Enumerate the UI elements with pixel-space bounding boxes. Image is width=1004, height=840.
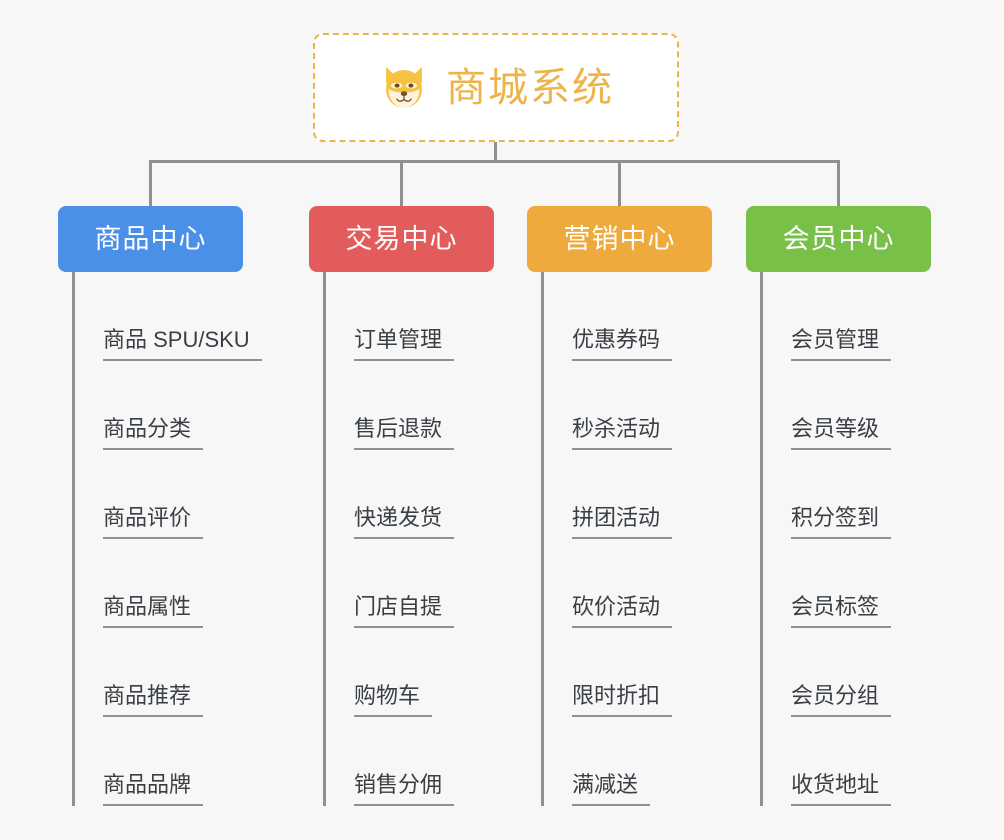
leaf-item-label: 商品属性 bbox=[103, 596, 204, 628]
leaf-item-label: 会员管理 bbox=[791, 329, 892, 361]
leaf-item-label: 商品分类 bbox=[103, 418, 204, 450]
leaf-item[interactable]: 门店自提 bbox=[326, 539, 563, 628]
branch-node-member-center[interactable]: 会员中心 bbox=[746, 206, 931, 272]
leaf-item[interactable]: 会员标签 bbox=[763, 539, 1000, 628]
leaf-item-label: 积分签到 bbox=[791, 507, 892, 539]
leaf-item[interactable]: 订单管理 bbox=[326, 272, 563, 361]
leaf-column-member-center: 会员管理 会员等级 积分签到 会员标签 会员分组 收货地址 bbox=[760, 272, 1000, 806]
branch-connector-leg-3 bbox=[618, 160, 621, 206]
branch-connector-leg-2 bbox=[400, 160, 403, 206]
leaf-item[interactable]: 销售分佣 bbox=[326, 717, 563, 806]
leaf-item[interactable]: 会员等级 bbox=[763, 361, 1000, 450]
leaf-column-trade-center: 订单管理 售后退款 快递发货 门店自提 购物车 销售分佣 bbox=[323, 272, 563, 806]
leaf-column-marketing-center: 优惠券码 秒杀活动 拼团活动 砍价活动 限时折扣 满减送 bbox=[541, 272, 781, 806]
leaf-item[interactable]: 限时折扣 bbox=[544, 628, 781, 717]
leaf-item-label: 拼团活动 bbox=[572, 507, 673, 539]
leaf-item-label: 优惠券码 bbox=[572, 329, 673, 361]
leaf-item[interactable]: 商品品牌 bbox=[75, 717, 312, 806]
leaf-item[interactable]: 拼团活动 bbox=[544, 450, 781, 539]
branch-connector-leg-1 bbox=[149, 160, 152, 206]
leaf-item-label: 售后退款 bbox=[354, 418, 455, 450]
leaf-item-label: 秒杀活动 bbox=[572, 418, 673, 450]
leaf-item[interactable]: 砍价活动 bbox=[544, 539, 781, 628]
leaf-item-label: 订单管理 bbox=[354, 329, 455, 361]
leaf-item[interactable]: 购物车 bbox=[326, 628, 563, 717]
branch-label: 商品中心 bbox=[94, 223, 207, 254]
leaf-item-label: 商品 SPU/SKU bbox=[103, 329, 262, 361]
root-node[interactable]: 商城系统 bbox=[313, 33, 679, 142]
leaf-item[interactable]: 商品评价 bbox=[75, 450, 312, 539]
leaf-item[interactable]: 收货地址 bbox=[763, 717, 1000, 806]
leaf-column-product-center: 商品 SPU/SKU 商品分类 商品评价 商品属性 商品推荐 商品品牌 bbox=[72, 272, 312, 806]
branch-node-trade-center[interactable]: 交易中心 bbox=[309, 206, 494, 272]
leaf-item-label: 门店自提 bbox=[354, 596, 455, 628]
leaf-item[interactable]: 商品 SPU/SKU bbox=[75, 272, 312, 361]
leaf-item-label: 销售分佣 bbox=[354, 774, 455, 806]
branch-node-marketing-center[interactable]: 营销中心 bbox=[527, 206, 712, 272]
branch-connector-rail bbox=[149, 160, 839, 163]
shiba-dog-face-icon bbox=[386, 66, 422, 107]
branch-node-product-center[interactable]: 商品中心 bbox=[58, 206, 243, 272]
branch-connector-leg-4 bbox=[837, 160, 840, 206]
leaf-item[interactable]: 积分签到 bbox=[763, 450, 1000, 539]
leaf-item[interactable]: 快递发货 bbox=[326, 450, 563, 539]
leaf-item-label: 购物车 bbox=[354, 685, 433, 717]
leaf-item[interactable]: 优惠券码 bbox=[544, 272, 781, 361]
leaf-item-label: 收货地址 bbox=[791, 774, 892, 806]
branch-label: 会员中心 bbox=[782, 223, 895, 254]
leaf-item[interactable]: 会员分组 bbox=[763, 628, 1000, 717]
leaf-item-label: 会员标签 bbox=[791, 596, 892, 628]
branch-label: 交易中心 bbox=[345, 223, 458, 254]
leaf-item-label: 商品评价 bbox=[103, 507, 204, 539]
leaf-item-label: 会员等级 bbox=[791, 418, 892, 450]
leaf-item-label: 商品推荐 bbox=[103, 685, 204, 717]
leaf-item-label: 快递发货 bbox=[354, 507, 455, 539]
leaf-item[interactable]: 售后退款 bbox=[326, 361, 563, 450]
leaf-item-label: 砍价活动 bbox=[572, 596, 673, 628]
leaf-item[interactable]: 商品分类 bbox=[75, 361, 312, 450]
leaf-item-label: 商品品牌 bbox=[103, 774, 204, 806]
root-connector-stub bbox=[494, 142, 497, 162]
leaf-item-label: 满减送 bbox=[572, 774, 651, 806]
leaf-item[interactable]: 秒杀活动 bbox=[544, 361, 781, 450]
leaf-item[interactable]: 商品属性 bbox=[75, 539, 312, 628]
leaf-item-label: 会员分组 bbox=[791, 685, 892, 717]
root-title: 商城系统 bbox=[446, 65, 614, 110]
leaf-item[interactable]: 会员管理 bbox=[763, 272, 1000, 361]
leaf-item-label: 限时折扣 bbox=[572, 685, 673, 717]
branch-label: 营销中心 bbox=[563, 223, 676, 254]
leaf-item[interactable]: 满减送 bbox=[544, 717, 781, 806]
leaf-item[interactable]: 商品推荐 bbox=[75, 628, 312, 717]
